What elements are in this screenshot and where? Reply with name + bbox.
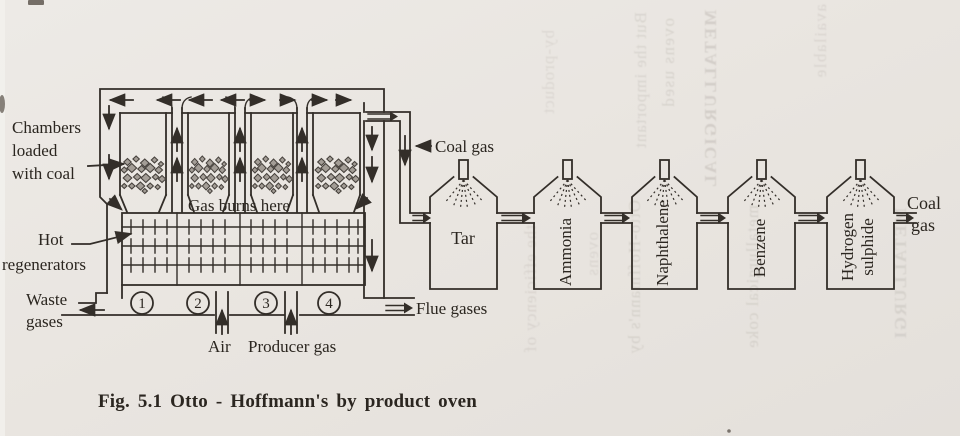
figure-caption: Fig. 5.1 Otto - Hoffmann's by product ov… bbox=[98, 391, 477, 412]
air-label: Air bbox=[208, 337, 231, 356]
coal-gas-out-label-line2: gas bbox=[911, 215, 935, 235]
gas-burns-label: Gas burns here bbox=[188, 196, 290, 215]
scan-speck bbox=[727, 429, 731, 433]
chambers-label-line1: Chambers bbox=[12, 118, 81, 137]
producer-gas-label: Producer gas bbox=[248, 337, 336, 356]
tower-h2s-label-line2: sulphide bbox=[858, 218, 877, 276]
tower-benzene: Benzene bbox=[727, 159, 796, 290]
hot-regenerators-label-line1: Hot bbox=[38, 230, 64, 249]
coal-gas-in-label: Coal gas bbox=[435, 137, 494, 156]
bleed-text: by-product bbox=[539, 30, 558, 115]
tower-tar-label: Tar bbox=[451, 228, 475, 248]
tower-tar: Tar bbox=[429, 159, 498, 290]
chambers-leader-arrow bbox=[87, 158, 126, 172]
diagram-labels: Chambers loaded with coal Gas burns here… bbox=[2, 118, 941, 412]
tar-inlet-arrow bbox=[412, 212, 431, 224]
coal-gas-outlet bbox=[893, 212, 917, 224]
tower-hydrogen-sulphide: Hydrogen sulphide bbox=[826, 159, 895, 290]
coal-gas-offtake bbox=[365, 111, 432, 224]
tower-h2s-label-line1: Hydrogen bbox=[838, 213, 857, 281]
page-edge-strip bbox=[0, 0, 5, 436]
tower-naphthalene: Naphthalene bbox=[631, 159, 698, 290]
scan-speck bbox=[0, 95, 5, 113]
chambers-label-line3: with coal bbox=[12, 164, 75, 183]
section-number-3: 3 bbox=[262, 296, 270, 312]
bleed-text: METALLURGICAL bbox=[701, 10, 720, 189]
hot-regenerators-label-line2: regenerators bbox=[2, 255, 86, 274]
waste-gases-label-line2: gases bbox=[26, 312, 63, 331]
coal-gas-out-label-line1: Coal bbox=[907, 193, 941, 213]
waste-gases-label-line1: Waste bbox=[26, 290, 67, 309]
oven-outer-frame bbox=[99, 88, 385, 299]
bleed-text: the efficiency of bbox=[521, 225, 540, 353]
tower-benzene-label: Benzene bbox=[750, 219, 769, 278]
bleed-through-text: METALLURGICAL ovens used But the importa… bbox=[521, 4, 910, 354]
flue-up-arrows bbox=[170, 126, 309, 182]
bleed-text: ovens bbox=[583, 232, 602, 277]
scrubbing-towers: Tar Ammonia Naphthalene bbox=[429, 159, 917, 290]
offtake-arrow bbox=[367, 111, 398, 122]
coke-oven: 1 2 3 4 bbox=[61, 88, 415, 335]
scan-speck bbox=[28, 0, 44, 5]
side-channel-arrows bbox=[102, 105, 379, 273]
pipe-tar-ammonia bbox=[496, 212, 535, 224]
bleed-text: available bbox=[811, 4, 830, 79]
pipe-naphthalene-benzene bbox=[696, 212, 729, 224]
regenerator-ticks bbox=[130, 219, 359, 273]
regenerator-grid bbox=[121, 212, 366, 286]
regenerators-leader-arrow bbox=[71, 230, 133, 245]
section-number-2: 2 bbox=[194, 296, 202, 312]
scan-artifacts bbox=[0, 0, 731, 433]
flue-gases-label: Flue gases bbox=[416, 299, 487, 318]
regenerator-section-numbers: 1 2 3 4 bbox=[130, 291, 341, 315]
oven-chambers bbox=[118, 112, 362, 214]
bleed-text: ovens used bbox=[659, 18, 678, 108]
tower-naphthalene-label: Naphthalene bbox=[653, 200, 672, 286]
bleed-text: Otto-Hoffmann's by bbox=[625, 200, 644, 354]
flue-gases-arrow bbox=[385, 302, 413, 314]
pipe-ammonia-naphthalene bbox=[600, 212, 633, 224]
bleed-text: But the important bbox=[631, 12, 650, 149]
pipe-benzene-h2s bbox=[794, 212, 828, 224]
section-number-4: 4 bbox=[325, 296, 333, 312]
tower-ammonia-label: Ammonia bbox=[556, 218, 575, 286]
bleed-text: metallurgical coke bbox=[743, 205, 762, 349]
tower-ammonia: Ammonia bbox=[533, 159, 602, 290]
section-number-1: 1 bbox=[138, 296, 146, 312]
chambers-label-line2: loaded bbox=[12, 141, 58, 160]
bleed-text: METALLURGI bbox=[891, 208, 910, 340]
